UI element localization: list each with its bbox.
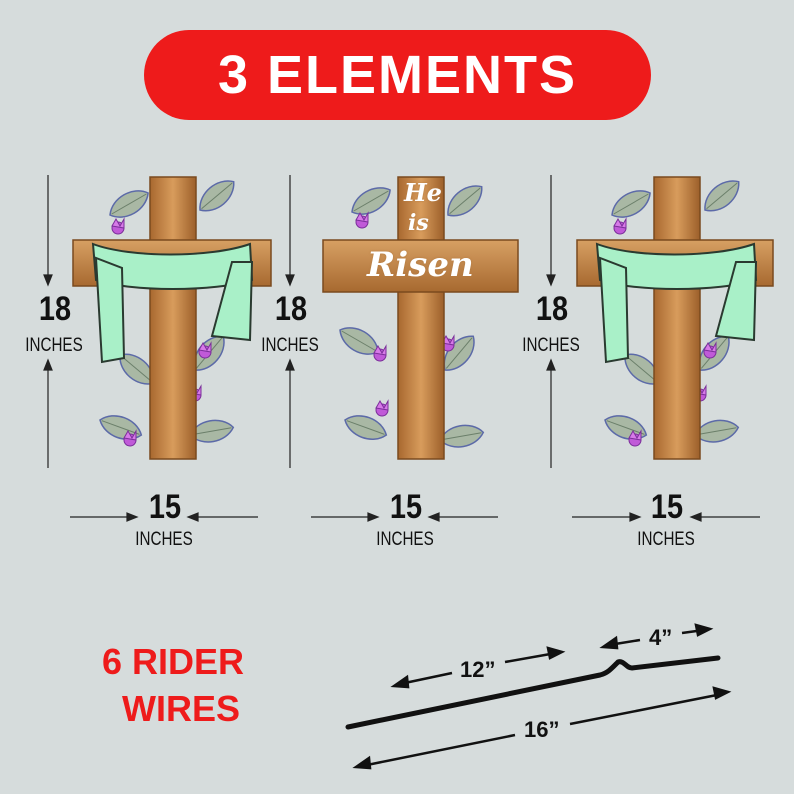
rider-wire-diagram: [345, 623, 732, 770]
wire-dim-4: 4”: [649, 625, 673, 650]
cross-text-is: is: [408, 210, 429, 236]
height-value-1: 18: [38, 290, 72, 328]
height-unit-2: INCHES: [261, 335, 319, 356]
height-dimension-lines: [43, 175, 556, 468]
cross-text-he: He: [404, 178, 442, 207]
rider-wires-label-line2: WIRES: [122, 688, 241, 729]
rider-wire: [345, 655, 721, 730]
cross-2-horizontal-beam: [322, 239, 519, 293]
wire-dim-12: 12”: [460, 657, 496, 682]
cross-2-vertical-beam: [397, 176, 445, 460]
cross-1-vertical-beam: [149, 176, 197, 460]
width-unit-2: INCHES: [376, 529, 434, 550]
height-value-3: 18: [535, 290, 569, 328]
cross-3-vertical-beam: [653, 176, 701, 460]
width-dimension-lines: [70, 512, 760, 522]
cross-3: [576, 172, 774, 460]
width-value-2: 15: [389, 488, 423, 526]
width-value-3: 15: [650, 488, 684, 526]
title-banner: 3 ELEMENTS: [144, 30, 651, 120]
cross-1: [72, 172, 272, 460]
width-unit-1: INCHES: [135, 529, 193, 550]
cross-2: [322, 176, 519, 460]
height-value-2: 18: [274, 290, 308, 328]
height-unit-1: INCHES: [25, 335, 83, 356]
banner-title: 3 ELEMENTS: [217, 45, 578, 105]
rider-wires-label-line1: 6 RIDER: [102, 641, 245, 682]
wire-dim-16: 16”: [524, 717, 560, 742]
height-unit-3: INCHES: [522, 335, 580, 356]
width-value-1: 15: [148, 488, 182, 526]
width-unit-3: INCHES: [637, 529, 695, 550]
cross-text-risen: Risen: [367, 245, 474, 285]
